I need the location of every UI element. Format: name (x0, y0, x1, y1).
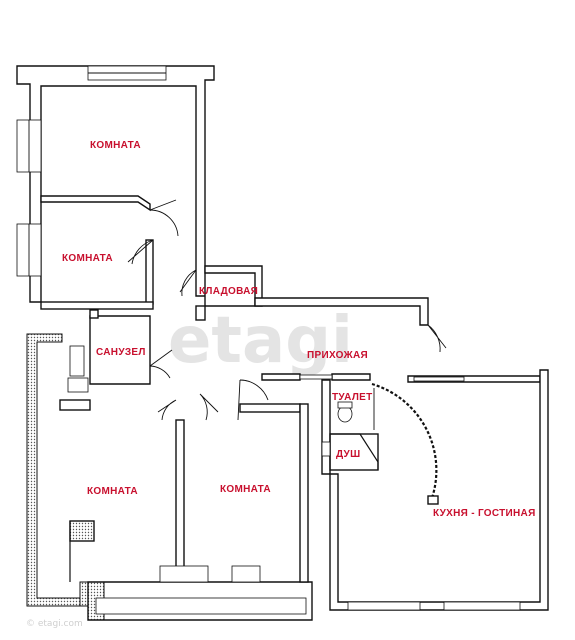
door-opening (299, 374, 333, 380)
window (159, 565, 209, 583)
bath-walls (67, 309, 173, 393)
watermark-corner: © etagi.com (26, 619, 83, 629)
room-label-komnata-3: КОМНАТА (87, 486, 138, 497)
kitchen-walls (329, 369, 549, 611)
room-label-bath: САНУЗЕЛ (96, 347, 146, 358)
room-label-kitchen: КУХНЯ - ГОСТИНАЯ (433, 508, 536, 519)
hall-walls (195, 296, 541, 383)
upper-left-wing-walls (16, 65, 215, 310)
window (347, 601, 421, 611)
room-label-komnata-1: КОМНАТА (90, 140, 141, 151)
room-label-hall: ПРИХОЖАЯ (307, 350, 368, 361)
doors-lower (157, 379, 269, 421)
room-label-komnata-2: КОМНАТА (62, 253, 113, 264)
balcony-window (95, 597, 307, 615)
door-opening (413, 376, 465, 382)
room-label-shower: ДУШ (336, 449, 360, 460)
window (231, 565, 261, 583)
room-label-komnata-4: КОМНАТА (220, 484, 271, 495)
room-label-storage: КЛАДОВАЯ (199, 286, 258, 297)
doors-upper (127, 199, 197, 297)
room-label-toilet: ТУАЛЕТ (332, 392, 373, 403)
vent (69, 345, 85, 377)
window (443, 601, 521, 611)
vent (67, 377, 89, 393)
lower-left-walls (26, 333, 313, 621)
toilet-shower-block (321, 379, 439, 505)
